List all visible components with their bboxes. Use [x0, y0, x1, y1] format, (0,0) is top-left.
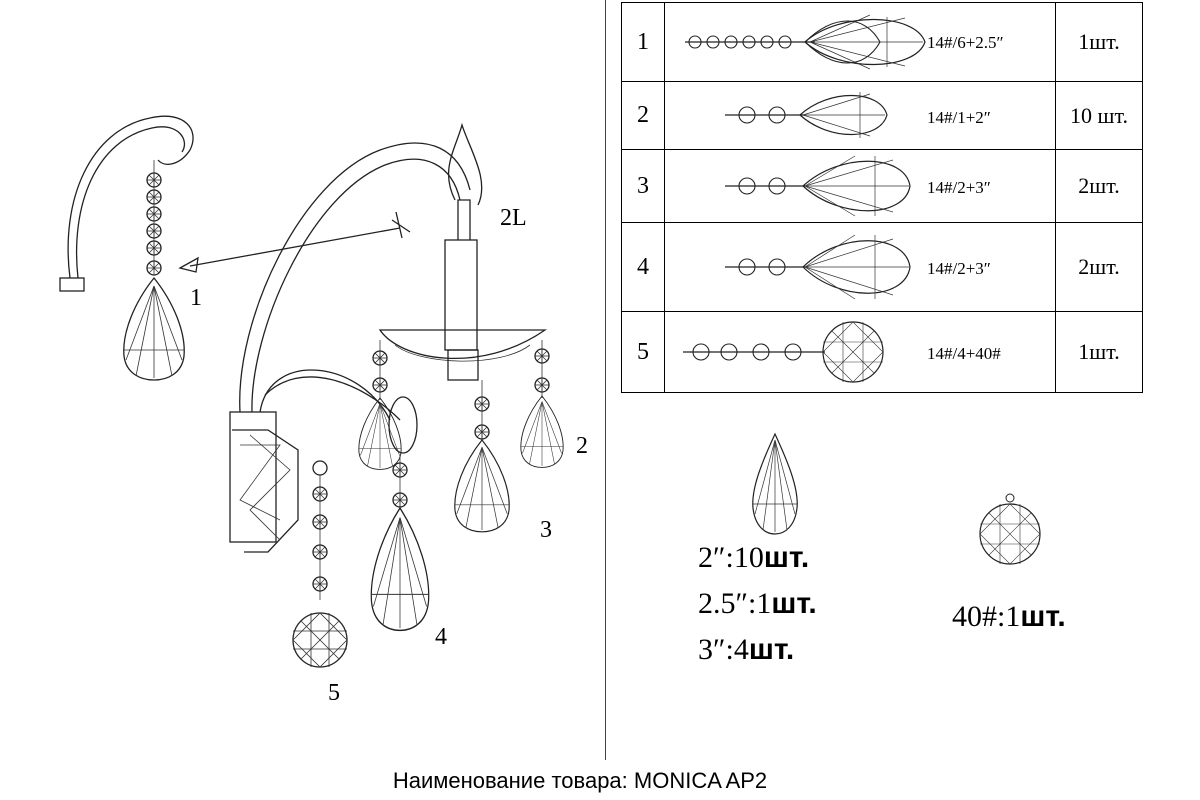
strand-4-drawing: [725, 234, 911, 300]
loose-ball-crystal: [979, 493, 1041, 565]
sconce-drawing: [59, 115, 564, 668]
drop-summary: 2″:10шт. 2.5″:1шт. 3″:4шт.: [698, 535, 817, 673]
row-number: 2: [621, 81, 665, 150]
row-picture: 14#/6+2.5″: [664, 2, 1056, 82]
table-row: 4 14#/2+3″ 2шт.: [621, 222, 1143, 312]
table-row: 2 14#/1+2″ 10 шт.: [621, 81, 1143, 150]
loose-drop-crystal: [752, 432, 798, 535]
summary-size: 40#:1: [952, 600, 1021, 633]
summary-line: 3″:4шт.: [698, 627, 817, 673]
row-spec: 14#/2+3″: [927, 259, 991, 278]
row-picture: 14#/1+2″: [664, 81, 1056, 150]
row-qty: 1шт.: [1055, 2, 1143, 82]
table-row: 5 14#/4+40# 1шт.: [621, 311, 1143, 393]
row-qty: 2шт.: [1055, 222, 1143, 312]
row-qty: 1шт.: [1055, 311, 1143, 393]
row-spec: 14#/1+2″: [927, 108, 991, 127]
summary-unit: шт.: [1020, 600, 1066, 633]
parts-table: 1 14#/6+2.5″ 1шт. 2: [621, 2, 1143, 393]
ball-summary: 40#:1шт.: [952, 600, 1066, 634]
row-spec: 14#/6+2.5″: [927, 33, 1004, 52]
strand-2-drawing: [725, 92, 888, 138]
product-name-footer: Наименование товара: MONICA AP2: [392, 768, 768, 793]
summary-line: 2″:10шт.: [698, 535, 817, 581]
summary-size: 2″:10: [698, 541, 764, 574]
summary-unit: шт.: [748, 633, 795, 666]
summary-unit: шт.: [763, 541, 810, 574]
row-spec: 14#/2+3″: [927, 178, 991, 197]
row-spec: 14#/4+40#: [927, 344, 1001, 363]
summary-size: 2.5″:1: [698, 587, 772, 620]
detail-arm: [59, 115, 401, 381]
callout-3: 3: [540, 517, 552, 543]
strand-1-drawing: [685, 14, 926, 70]
row-number: 4: [621, 222, 665, 312]
row-qty: 2шт.: [1055, 149, 1143, 223]
callout-2l: 2L: [500, 205, 527, 231]
summary-unit: шт.: [771, 587, 817, 620]
table-row: 3 14#/2+3″ 2шт.: [621, 149, 1143, 223]
strand-5-drawing: [683, 321, 884, 383]
row-number: 5: [621, 311, 665, 393]
summary-size: 3″:4: [698, 633, 749, 666]
row-picture: 14#/2+3″: [664, 222, 1056, 312]
strand-3-drawing: [725, 155, 911, 217]
row-qty: 10 шт.: [1055, 81, 1143, 150]
main-sconce: [229, 122, 564, 668]
vertical-divider: [605, 0, 606, 760]
row-number: 1: [621, 2, 665, 82]
row-number: 3: [621, 149, 665, 223]
table-row: 1 14#/6+2.5″ 1шт.: [621, 2, 1143, 82]
callout-1: 1: [190, 285, 202, 311]
callout-5: 5: [328, 680, 340, 706]
callout-4: 4: [435, 624, 447, 650]
summary-line: 2.5″:1шт.: [698, 581, 817, 627]
row-picture: 14#/4+40#: [664, 311, 1056, 393]
row-picture: 14#/2+3″: [664, 149, 1056, 223]
callout-2: 2: [576, 433, 588, 459]
